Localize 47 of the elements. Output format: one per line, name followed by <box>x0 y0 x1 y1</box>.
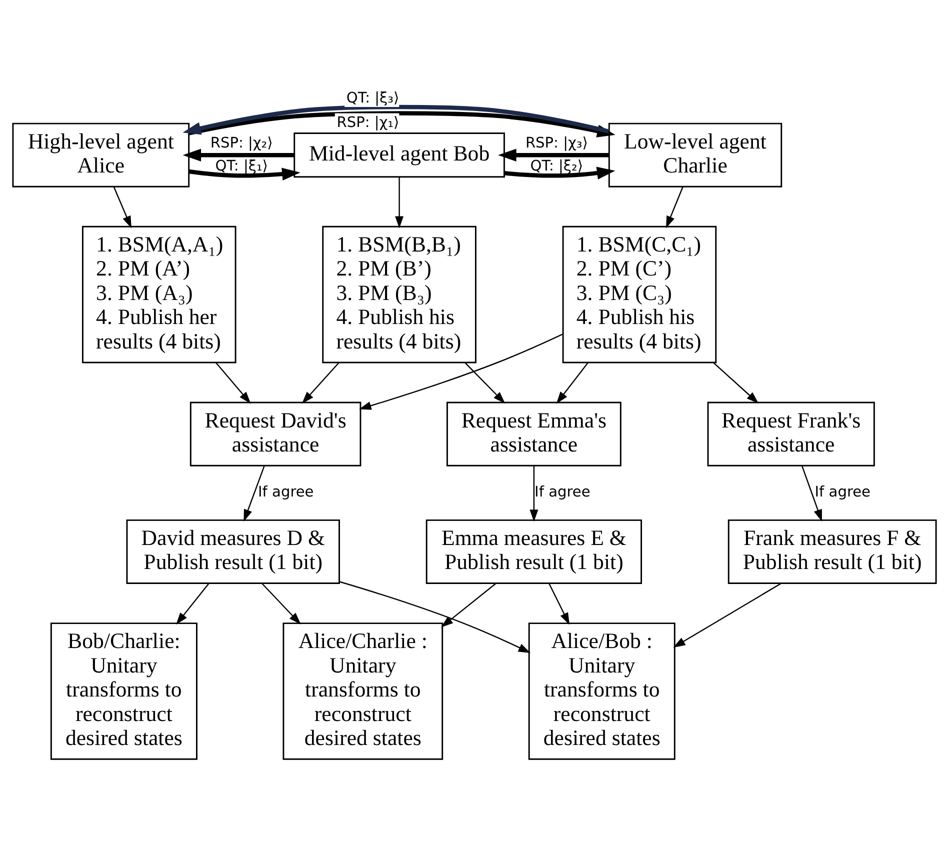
node-box: David measures D & Publish result (1 bit) <box>126 519 340 584</box>
node-box: Request Emma's assistance <box>446 402 622 466</box>
arrow <box>504 166 616 180</box>
arrow <box>261 582 301 625</box>
node-box: Request David's assistance <box>190 402 362 466</box>
arrow <box>802 466 822 522</box>
arrow <box>556 362 588 404</box>
node-box: Alice/Bob : Unitary transforms to reconstruct desired states <box>528 622 676 760</box>
arrow <box>498 148 609 162</box>
node-box: Emma measures E & Publish result (1 bit) <box>426 519 642 584</box>
node-box: 1. BSM(A,A₁) 2. PM (A’) 3. PM (A₃) 4. Publish her results (4 bits) <box>82 226 236 364</box>
arrow <box>216 362 251 404</box>
arrow <box>182 148 294 162</box>
node-box: High-level agent Alice <box>12 122 190 188</box>
edge-label: QT: |ξ₃⟩ <box>346 89 400 106</box>
arrow <box>176 582 210 625</box>
arrow <box>548 583 570 625</box>
node-box: 1. BSM(C,C₁) 2. PM (C’) 3. PM (C₃) 4. Publish his results (4 bits) <box>562 226 717 364</box>
arrow <box>673 582 782 648</box>
arrow <box>666 186 684 228</box>
arrow <box>244 466 265 522</box>
arrow <box>188 168 300 180</box>
arrow <box>113 186 132 228</box>
arrow <box>395 177 404 228</box>
arrow <box>464 362 506 404</box>
node-box: Low-level agent Charlie <box>608 122 782 188</box>
arrow <box>339 581 531 654</box>
edge-label: QT: |ξ₂⟩ <box>530 157 584 174</box>
node-box: Request Frank's assistance <box>707 402 875 466</box>
node-box: 1. BSM(B,B₁) 2. PM (B’) 3. PM (B₃) 4. Publish his results (4 bits) <box>322 226 476 364</box>
node-box: Bob/Charlie: Unitary transforms to reconstruct desired states <box>50 622 198 760</box>
edge-label: RSP: |χ₃⟩ <box>525 134 588 152</box>
node-box: Frank measures F & Publish result (1 bit) <box>728 519 937 584</box>
arrow <box>302 362 340 404</box>
edge-label: If agree <box>258 484 314 501</box>
arrow <box>441 582 496 628</box>
edge-label: RSP: |χ₂⟩ <box>210 134 273 152</box>
arrow <box>182 104 610 135</box>
node-box: Mid-level agent Bob <box>294 132 505 178</box>
arrow <box>713 362 759 404</box>
edge-label: If agree <box>534 484 590 501</box>
node-box: Alice/Charlie : Unitary transforms to reconstruct desired states <box>282 622 444 760</box>
arrow <box>359 333 564 410</box>
edge-label: RSP: |χ₁⟩ <box>336 114 400 131</box>
edge-label: If agree <box>814 484 871 501</box>
edge-label: QT: |ξ₁⟩ <box>215 157 268 174</box>
arrow <box>530 466 538 522</box>
